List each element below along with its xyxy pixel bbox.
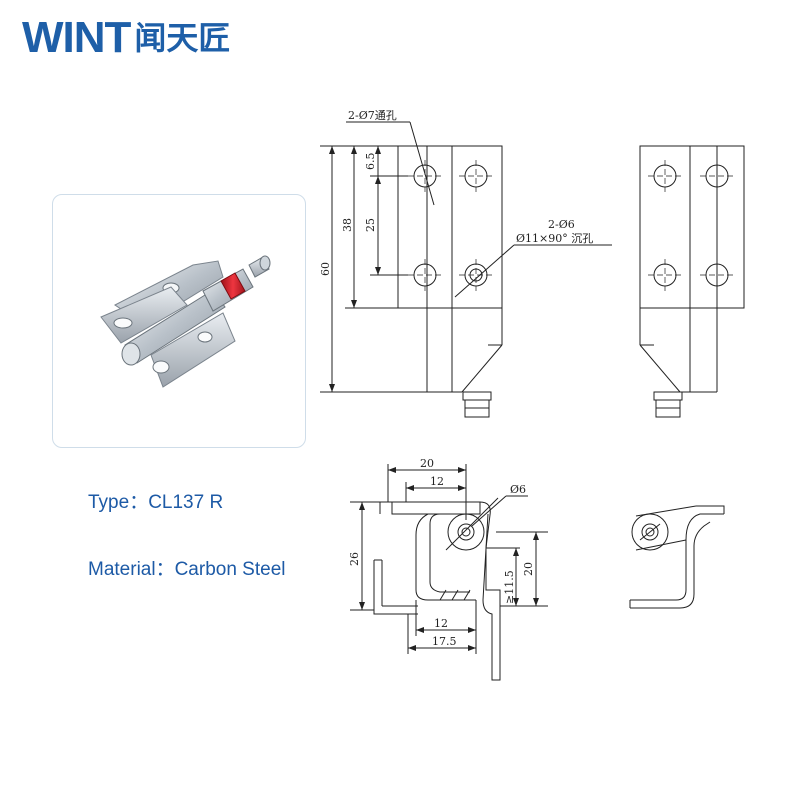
dim-countersink-spec: Ø11×90° 沉孔	[516, 232, 593, 245]
spec-material-label: Material：	[88, 559, 175, 580]
dim-countersink-count: 2-Ø6	[548, 218, 575, 231]
dim-20-right: 20	[522, 562, 535, 576]
dim-38: 38	[341, 218, 354, 232]
dim-20-top: 20	[420, 457, 434, 470]
product-photo-frame	[52, 194, 306, 448]
dim-60: 60	[319, 262, 332, 276]
brand-logo-latin: WINT	[22, 13, 131, 62]
brand-logo-cjk: 闻天匠	[134, 19, 231, 57]
spec-material-value: Carbon Steel	[174, 559, 286, 580]
dim-11-5: ≥11.5	[503, 570, 516, 604]
dim-phi6: Ø6	[510, 483, 526, 496]
spec-type-label: Type：	[88, 492, 149, 513]
dim-25: 25	[364, 218, 377, 232]
dim-6-5: 6.5	[364, 153, 377, 171]
spec-type-value: CL137 R	[148, 492, 224, 513]
dim-through-hole: 2-Ø7通孔	[348, 109, 397, 122]
dim-12-top: 12	[430, 475, 444, 488]
spec-material: Material：Carbon Steel	[88, 554, 285, 581]
dim-12-bottom: 12	[434, 617, 448, 630]
spec-type: Type：CL137 R	[88, 487, 223, 514]
bottom-view-right	[629, 505, 725, 609]
front-view	[320, 121, 612, 418]
hinge-photo-icon	[100, 255, 271, 388]
dim-17-5: 17.5	[432, 635, 457, 648]
dim-26: 26	[348, 552, 361, 566]
side-view	[639, 145, 745, 418]
brand-logo: WINT 闻天匠	[22, 16, 230, 60]
